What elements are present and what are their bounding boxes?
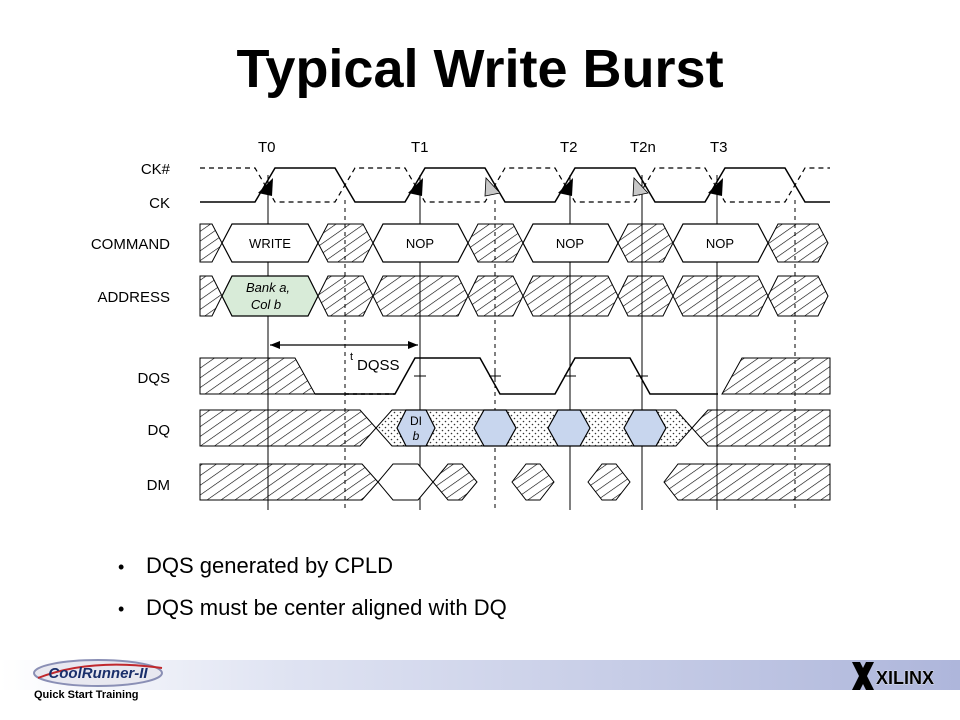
command-label-write: WRITE bbox=[249, 236, 291, 251]
slide-title: Typical Write Burst bbox=[236, 39, 724, 99]
signal-label-address: ADDRESS bbox=[97, 289, 170, 306]
coolrunner-logo: CoolRunner-II bbox=[33, 659, 163, 687]
bullet-text: DQS must be center aligned with DQ bbox=[146, 595, 507, 620]
coolrunner-logo-text: CoolRunner-II bbox=[48, 665, 148, 682]
bullet-icon: • bbox=[118, 599, 125, 619]
footer-subtitle: Quick Start Training bbox=[34, 689, 139, 701]
bullet-text: DQS generated by CPLD bbox=[146, 553, 394, 578]
bullet-item: • DQS must be center aligned with DQ bbox=[118, 590, 507, 632]
dq-row bbox=[199, 409, 831, 447]
signal-label-command: COMMAND bbox=[91, 236, 170, 253]
xilinx-brand-text: XILINX bbox=[876, 668, 934, 688]
signal-label-dqs: DQS bbox=[137, 370, 170, 387]
dq-data-cell bbox=[547, 409, 591, 447]
signal-label-dm: DM bbox=[147, 477, 170, 494]
dq-label-b: b bbox=[413, 429, 420, 443]
signal-label-ck: CK bbox=[149, 195, 170, 212]
ck-n-waveform bbox=[200, 167, 830, 203]
tdqss-label-sub: DQSS bbox=[357, 357, 400, 374]
command-label-nop: NOP bbox=[556, 236, 584, 251]
address-label-bank: Bank a, bbox=[246, 280, 290, 295]
command-row bbox=[199, 223, 829, 263]
command-label-nop: NOP bbox=[406, 236, 434, 251]
clock-label-t1: T1 bbox=[411, 139, 429, 156]
dq-label-di: DI bbox=[410, 414, 422, 428]
clock-label-t3: T3 bbox=[710, 139, 728, 156]
clock-edge-arrow-icon bbox=[258, 177, 723, 197]
signal-label-dq: DQ bbox=[148, 422, 171, 439]
clock-label-t2: T2 bbox=[560, 139, 578, 156]
tdqss-indicator bbox=[270, 341, 418, 349]
timing-diagram: T0 T1 T2 T2n T3 CK# CK COMMAND ADDRESS D… bbox=[91, 139, 831, 510]
clock-label-t2n: T2n bbox=[630, 139, 656, 156]
command-label-nop: NOP bbox=[706, 236, 734, 251]
bullet-list: • DQS generated by CPLD • DQS must be cent… bbox=[118, 548, 507, 632]
xilinx-x-icon bbox=[852, 662, 874, 690]
signal-label-ck-n: CK# bbox=[141, 161, 171, 178]
dq-data-cell bbox=[623, 409, 667, 447]
address-label-col: Col b bbox=[251, 297, 281, 312]
bullet-item: • DQS generated by CPLD bbox=[118, 548, 507, 590]
dqs-row bbox=[199, 357, 831, 395]
dq-data-cell bbox=[396, 409, 436, 447]
address-row bbox=[199, 275, 829, 317]
xilinx-logo: XILINX bbox=[852, 662, 934, 690]
clock-label-t0: T0 bbox=[258, 139, 276, 156]
dq-data-cell bbox=[473, 409, 517, 447]
bullet-icon: • bbox=[118, 557, 125, 577]
coolrunner-swoosh-icon bbox=[33, 659, 163, 687]
dm-row bbox=[199, 463, 831, 501]
ck-waveform bbox=[200, 167, 830, 203]
tdqss-label-t: t bbox=[350, 351, 353, 363]
